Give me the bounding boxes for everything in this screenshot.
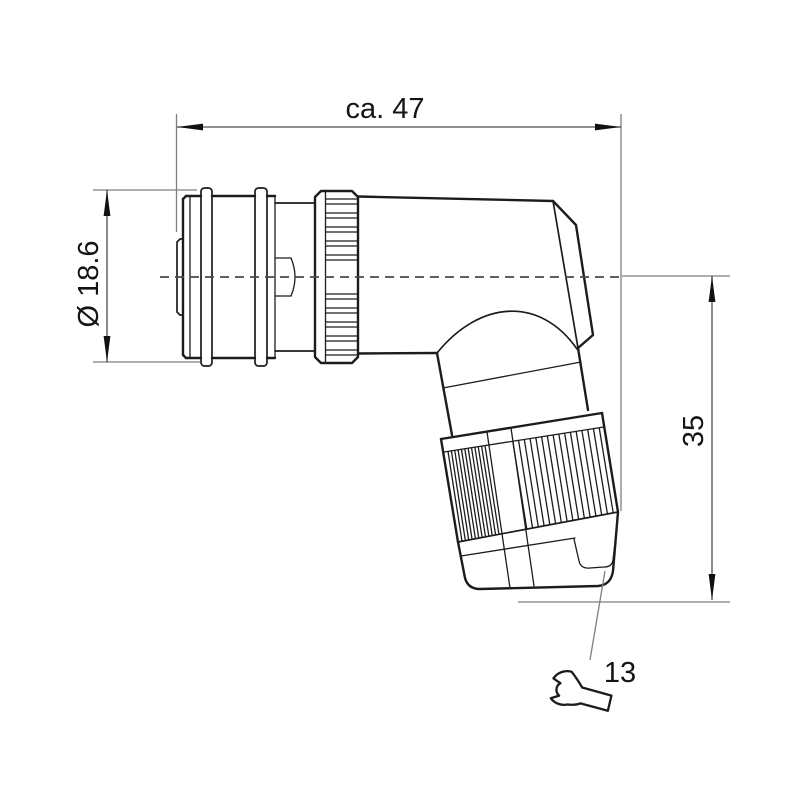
housing-elbow xyxy=(356,195,595,437)
arrowhead-up xyxy=(708,276,716,302)
leader-line xyxy=(589,570,606,661)
open-end-wrench-icon xyxy=(549,670,613,712)
dimension-overall-length: ca. 47 xyxy=(175,93,622,511)
arrowhead-down xyxy=(708,574,716,600)
connector-neck xyxy=(274,202,316,352)
callout-wrench-size: 13 xyxy=(549,570,636,712)
dimension-height: 35 xyxy=(518,275,730,603)
wrench-size-label: 13 xyxy=(604,657,636,689)
coupling-ring-knurl xyxy=(325,198,358,356)
arrowhead-right xyxy=(595,123,621,131)
gland-nut xyxy=(439,411,620,589)
connector-front-face xyxy=(181,194,191,360)
coupling-ring xyxy=(313,189,360,365)
wrench-flat-notch xyxy=(573,533,617,569)
arrowhead-left xyxy=(177,123,203,131)
connector-flange xyxy=(184,187,277,367)
arrowhead-up xyxy=(103,190,111,216)
gland-skirt xyxy=(456,510,620,591)
dimension-label-diameter: Ø 18.6 xyxy=(73,240,105,327)
dimension-label-length: ca. 47 xyxy=(346,93,425,125)
connector-outline xyxy=(176,187,620,591)
dimension-label-height: 35 xyxy=(678,415,710,447)
dimension-diameter: Ø 18.6 xyxy=(73,189,200,363)
arrowhead-down xyxy=(103,336,111,362)
gland-nut-knurl xyxy=(447,427,614,542)
